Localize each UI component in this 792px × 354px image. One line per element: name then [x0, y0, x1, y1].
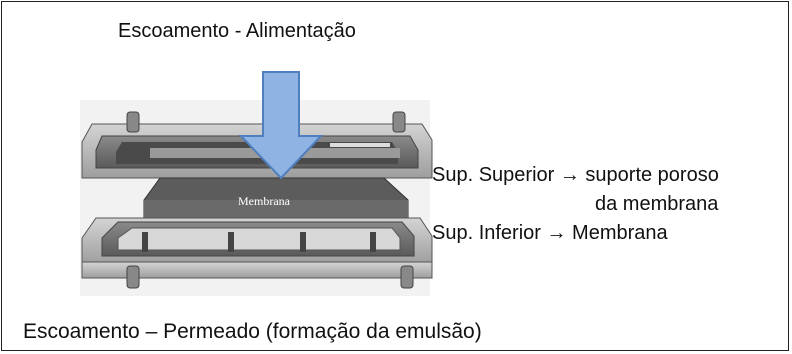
upper-bolts [126, 111, 406, 133]
upper-support-label-line2: da membrana [595, 193, 719, 215]
membrane-sheet: Membrana [143, 177, 409, 221]
permeate-flow-label: Escoamento – Permeado (formação da emuls… [23, 320, 482, 343]
lower-plate [81, 217, 433, 279]
feed-flow-label: Escoamento - Alimentação [118, 20, 356, 42]
down-arrow-icon [238, 71, 324, 180]
membrane-label: Membrana [238, 194, 291, 208]
lower-bolts [126, 265, 414, 289]
upper-support-label: Sup. Superior → suporte poroso [432, 164, 719, 186]
lower-support-label: Sup. Inferior → Membrana [432, 222, 668, 244]
